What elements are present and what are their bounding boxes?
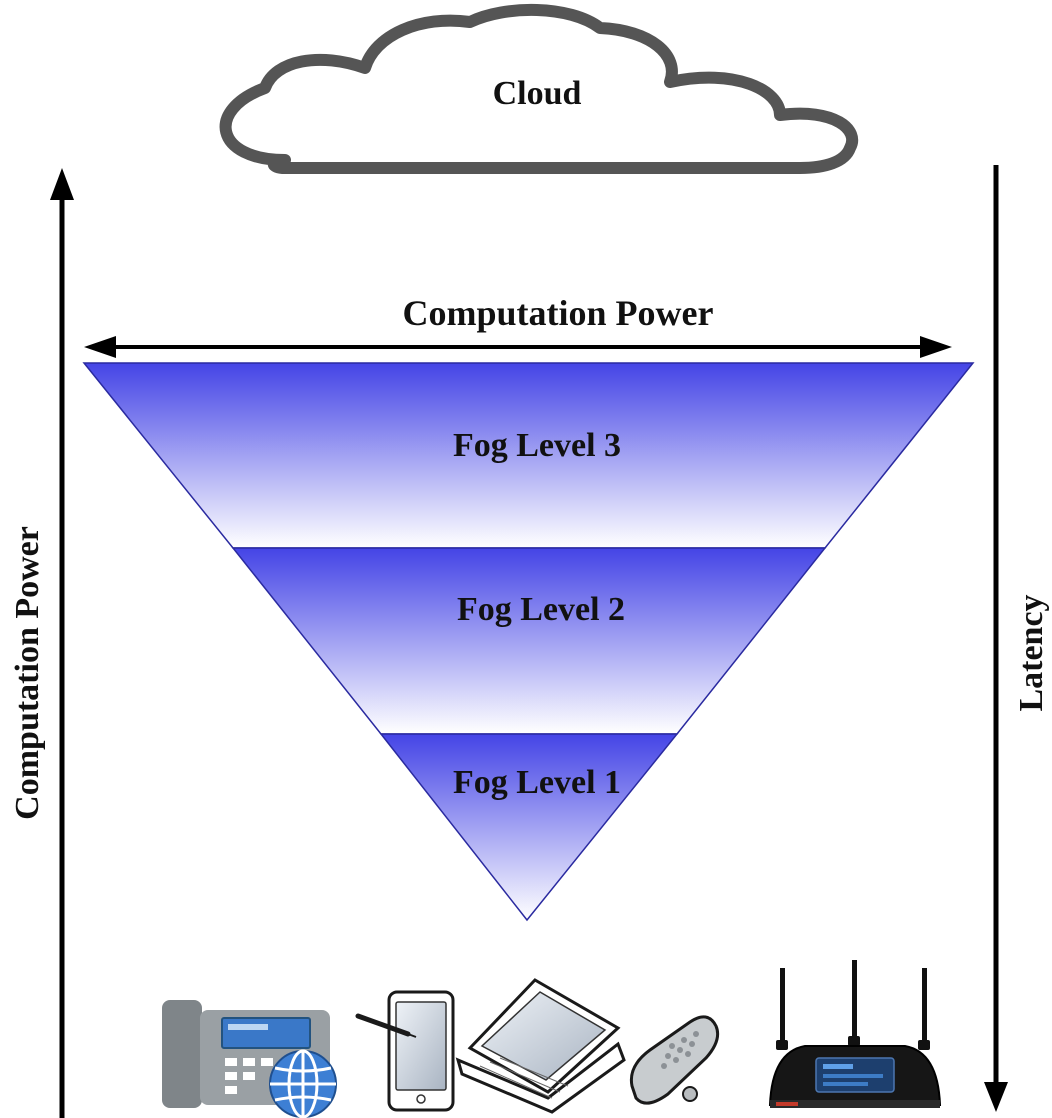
globe-icon xyxy=(269,1049,337,1118)
horizontal-axis-label: Computation Power xyxy=(403,293,714,333)
right-axis-arrow xyxy=(984,165,1008,1112)
desk-phone-icon xyxy=(162,1000,337,1118)
left-axis-arrow xyxy=(50,168,74,1118)
fog-level-2-label: Fog Level 2 xyxy=(457,591,625,628)
fog-level-3-label: Fog Level 3 xyxy=(453,427,621,464)
fog-level-1-band xyxy=(379,733,679,922)
right-axis-label: Latency xyxy=(1013,594,1050,711)
fog-pyramid xyxy=(82,362,975,922)
cloud-icon xyxy=(219,4,859,174)
laptop-icon xyxy=(455,978,626,1114)
cloud-label: Cloud xyxy=(493,75,582,112)
fog-level-1-label: Fog Level 1 xyxy=(453,764,621,801)
left-axis-label: Computation Power xyxy=(9,526,46,820)
mobile-phone-icon xyxy=(629,1015,720,1105)
router-icon xyxy=(768,960,942,1108)
fog-level-2-band xyxy=(231,547,827,735)
horizontal-axis-arrow xyxy=(84,336,952,358)
tablet-icon xyxy=(355,990,455,1112)
